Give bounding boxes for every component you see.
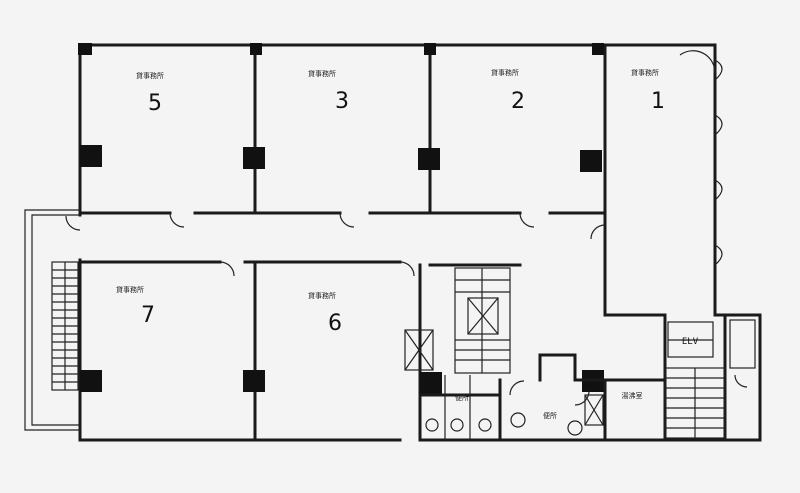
elevator-core: [603, 313, 756, 442]
room-1-label: 貸事務所: [631, 68, 659, 77]
room-6-label: 貸事務所: [308, 291, 336, 300]
doors: [65, 50, 723, 277]
balcony-stair: [51, 261, 79, 391]
room-5: 貸事務所 5: [136, 71, 164, 116]
interior-walls-top: [78, 43, 667, 317]
room-2-number: 2: [511, 89, 525, 114]
exterior-walls: [24, 43, 762, 442]
storage-label: 湯沸室: [622, 391, 643, 400]
room-3-label: 貸事務所: [308, 69, 336, 78]
room-7-label: 貸事務所: [116, 285, 144, 294]
toilet-left-label: 便所: [455, 393, 469, 402]
room-1-number: 1: [651, 89, 665, 114]
room-6: 貸事務所 6: [308, 291, 342, 336]
columns: [78, 43, 604, 394]
room-5-number: 5: [148, 91, 162, 116]
room-2: 貸事務所 2: [491, 68, 525, 114]
room-7: 貸事務所 7: [116, 285, 155, 328]
room-5-label: 貸事務所: [136, 71, 164, 80]
room-3: 貸事務所 3: [308, 69, 349, 114]
room-2-label: 貸事務所: [491, 68, 519, 77]
interior-walls-bottom: [78, 260, 522, 442]
room-3-number: 3: [335, 89, 349, 114]
room-1: 貸事務所 1: [631, 68, 665, 114]
toilet-area: [418, 353, 607, 442]
room-7-number: 7: [141, 303, 155, 328]
elevator-label: ELV: [682, 337, 699, 347]
toilet-right-label: 便所: [543, 411, 557, 420]
room-6-number: 6: [328, 311, 342, 336]
central-stair: [404, 267, 511, 374]
